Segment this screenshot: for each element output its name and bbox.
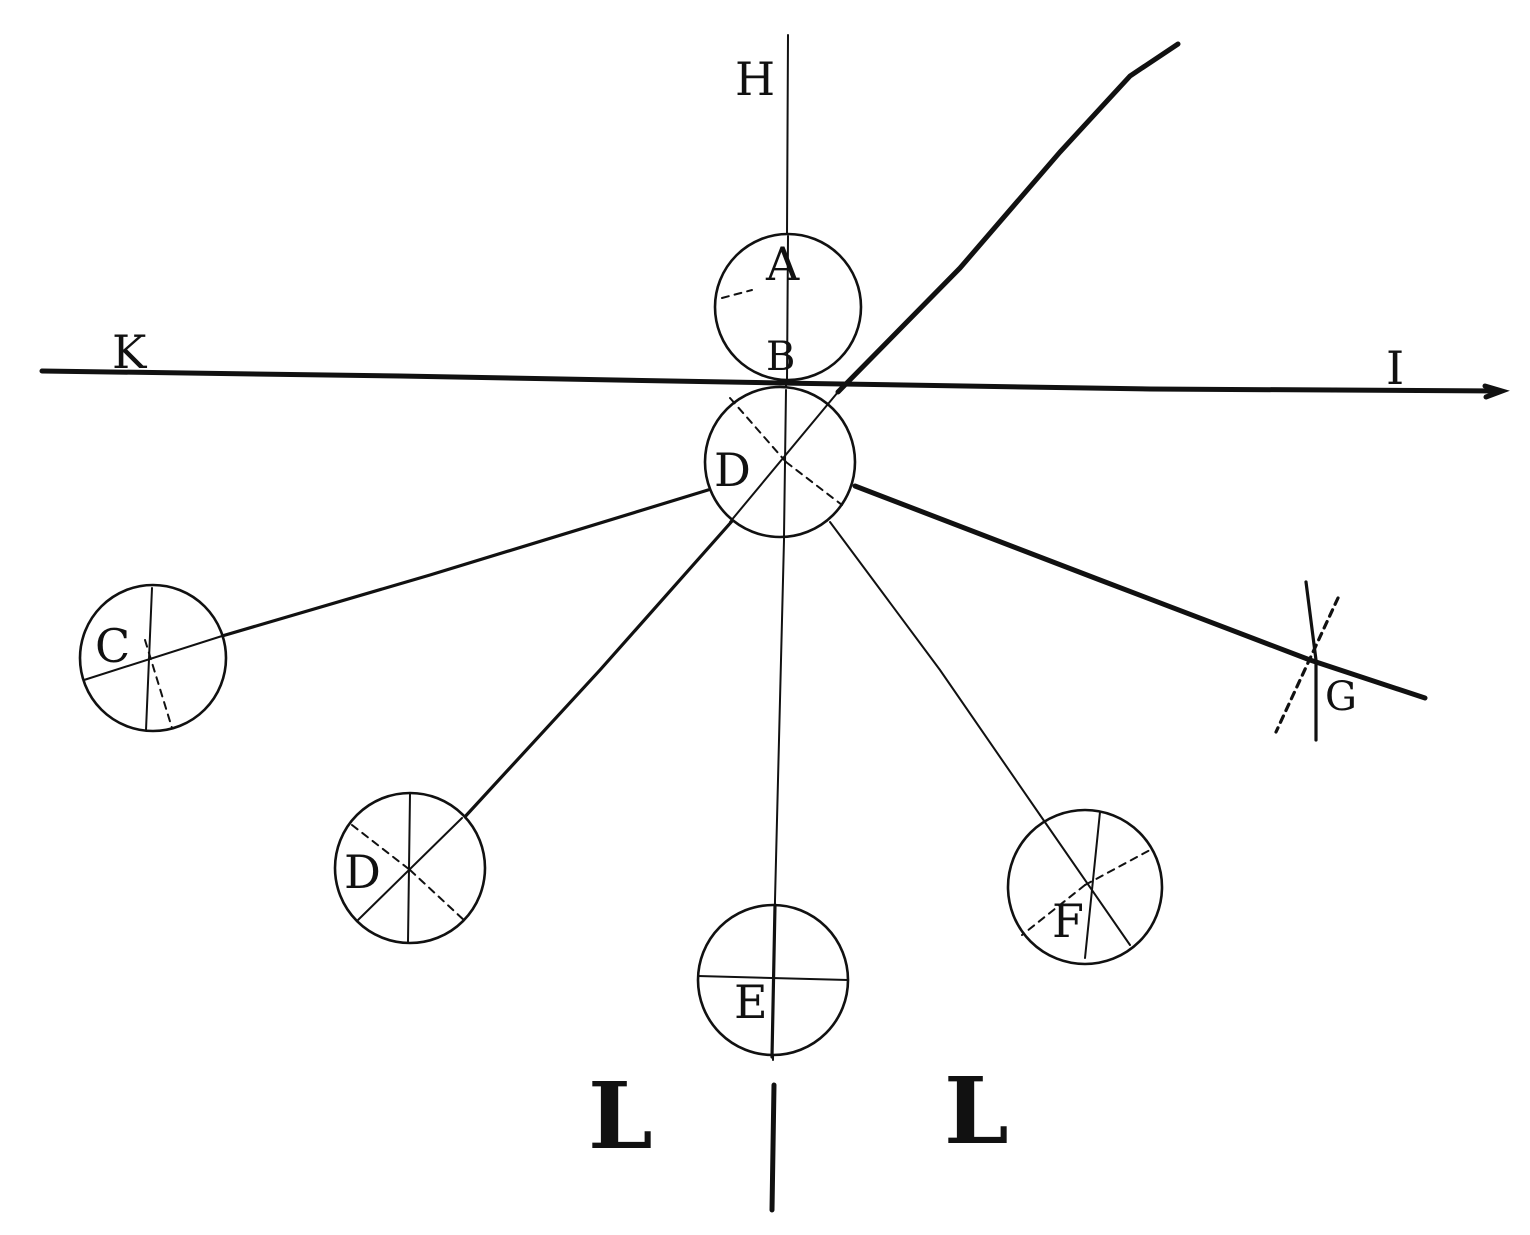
circle-c-line-a — [83, 635, 223, 681]
diagonal-ray-upper-right — [835, 41, 1181, 395]
circle-d-center-dashed-b — [785, 461, 843, 506]
label-i: I — [1386, 341, 1404, 395]
label-h: H — [735, 52, 775, 106]
label-d-center: D — [714, 443, 751, 497]
circle-a-dashed-mark — [721, 289, 753, 299]
circle-c-line-b — [145, 587, 153, 731]
label-b: B — [766, 334, 795, 380]
circle-d-center-dashed-a — [729, 397, 787, 463]
ray-to-g — [852, 483, 1428, 701]
label-f: F — [1052, 894, 1084, 948]
circle-d-lower-dashed-b — [409, 869, 467, 923]
circle-f-line — [1084, 811, 1101, 959]
ray-to-c — [220, 488, 710, 638]
circle-f — [1006, 808, 1164, 966]
label-c: C — [95, 619, 130, 673]
circle-f-dashed-b — [1021, 884, 1086, 936]
label-a: A — [765, 237, 800, 291]
label-d-lower: D — [344, 845, 381, 899]
horizontal-line-arrow-end — [1482, 383, 1510, 400]
label-l-right: L — [944, 1057, 1009, 1165]
circle-d-lower-diagonal — [357, 817, 463, 921]
label-l-left: L — [588, 1062, 653, 1170]
label-k: K — [112, 325, 148, 379]
lens-mark-g-solid — [1304, 580, 1318, 742]
circle-c-dashed — [144, 639, 173, 729]
label-g: G — [1325, 674, 1357, 720]
vertical-axis-lower-stub — [769, 1082, 777, 1213]
horizontal-line-k-i — [39, 368, 1503, 394]
ray-to-f — [829, 521, 1041, 816]
ray-to-d-lower — [460, 518, 735, 822]
circle-a-axis — [786, 235, 789, 381]
circle-f-diagonal — [1039, 814, 1131, 946]
circle-f-dashed-a — [1084, 849, 1151, 886]
circle-e-vertical — [770, 903, 777, 1059]
circle-d-center-diagonal — [729, 391, 839, 523]
circle-d-center-vertical — [783, 389, 787, 537]
lens-mark-g-dashed — [1274, 596, 1340, 734]
circle-d-lower-dashed-a — [351, 824, 411, 871]
label-e: E — [734, 975, 768, 1029]
